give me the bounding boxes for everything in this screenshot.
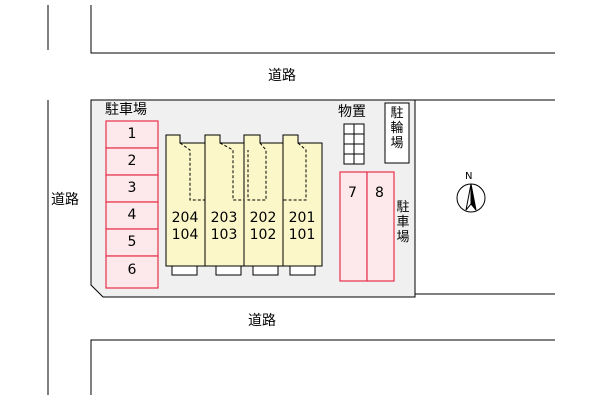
- unit-upper-label: 203: [210, 210, 238, 226]
- unit-lower-label: 104: [171, 227, 199, 243]
- road-label-bottom: 道路: [248, 313, 276, 329]
- unit-upper-label: 201: [288, 210, 316, 226]
- unit-upper-label: 202: [249, 210, 277, 226]
- unit-lower-label: 103: [210, 227, 238, 243]
- unit-label-column-4: 201 101: [284, 210, 320, 244]
- road-label-left: 道路: [51, 192, 79, 208]
- parking-main-spaces: [105, 120, 159, 289]
- unit-upper-label: 204: [171, 210, 199, 226]
- road-label-top: 道路: [268, 68, 296, 84]
- unit-label-column-1: 204 104: [167, 210, 203, 244]
- road-edges: [47, 5, 555, 395]
- parking-space-4-label: 4: [127, 207, 137, 223]
- parking-space-2-label: 2: [127, 153, 137, 169]
- parking-space-8: [366, 171, 395, 282]
- parking-side-spaces: [339, 171, 395, 282]
- parking-space-1-label: 1: [127, 126, 137, 142]
- unit-label-column-3: 202 102: [245, 210, 281, 244]
- parking-space-4: [105, 201, 159, 230]
- unit-lower-label: 102: [249, 227, 277, 243]
- unit-label-column-2: 203 103: [206, 210, 242, 244]
- parking-space-5-label: 5: [127, 234, 137, 250]
- bottom-left-block-outline: [90, 339, 555, 395]
- parking-space-7: [339, 171, 368, 282]
- parking-space-3-label: 3: [127, 180, 137, 196]
- parking-side-label: 駐車場: [396, 200, 410, 245]
- storage-label: 物置: [338, 104, 366, 120]
- parking-space-2: [105, 147, 159, 176]
- unit-lower-label: 101: [288, 227, 316, 243]
- parking-space-8-label: 8: [375, 185, 384, 201]
- bicycle-parking-label: 駐輪場: [390, 106, 404, 151]
- top-left-block-outline: [90, 5, 555, 54]
- bicycle-parking-box: [384, 102, 410, 164]
- compass-north-letter: N: [465, 171, 473, 182]
- storage-icon: [343, 123, 365, 165]
- parking-space-6: [105, 255, 159, 289]
- parking-main-label: 駐車場: [105, 102, 147, 118]
- parking-space-7-label: 7: [348, 185, 357, 201]
- north-arrow-icon: [456, 183, 486, 213]
- staircase-dashes: [179, 142, 307, 201]
- balconies: [171, 265, 316, 276]
- parking-space-6-label: 6: [127, 262, 137, 278]
- apartment-building: [165, 134, 323, 276]
